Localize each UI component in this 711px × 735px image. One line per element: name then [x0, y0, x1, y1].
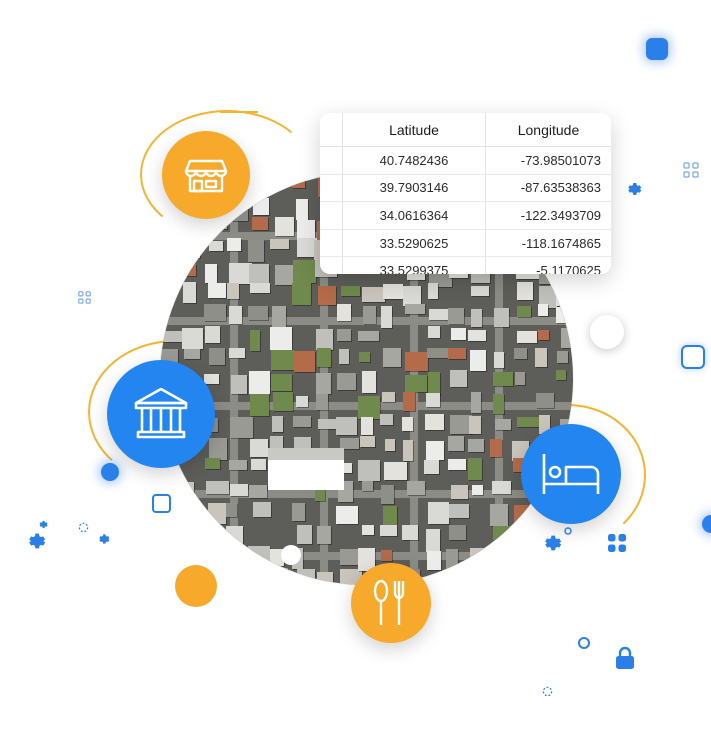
cell-latitude: 34.0616364: [342, 201, 486, 230]
cell-longitude: -73.98501073: [485, 146, 611, 175]
blue-square-outline-small: [152, 494, 171, 513]
loader-icon: [542, 686, 553, 697]
gear-icon: [564, 527, 572, 535]
bed-icon: [542, 454, 600, 494]
grid-icon: [78, 291, 91, 304]
cell-longitude: -118.1674865: [485, 229, 611, 258]
orange-dot: [175, 565, 217, 607]
blue-dot: [101, 463, 119, 481]
cell-longitude: -5.1170625: [485, 256, 611, 274]
store-badge: [162, 131, 250, 219]
cell-longitude: -87.63538363: [485, 174, 611, 203]
table-row: 40.7482436 -73.98501073: [320, 146, 611, 175]
hotel-badge: [521, 424, 621, 524]
white-dot-small: [281, 545, 301, 565]
table-row: 39.7903146 -87.63538363: [320, 174, 611, 203]
bank-badge: [107, 360, 215, 468]
lock-icon: [616, 646, 634, 669]
gear-icon: [545, 535, 562, 551]
fork-spoon-icon: [373, 579, 405, 625]
header-latitude: Latitude: [342, 113, 486, 147]
cell-latitude: 39.7903146: [342, 174, 486, 203]
bank-icon: [134, 387, 188, 439]
store-icon: [184, 159, 228, 193]
blue-ring-small: [578, 637, 590, 649]
gear-icon: [29, 533, 46, 549]
coordinates-table: Latitude Longitude 40.7482436 -73.985010…: [320, 113, 611, 274]
coordinates-table-card: Latitude Longitude 40.7482436 -73.985010…: [320, 113, 611, 274]
grid-filled-icon: [608, 534, 626, 552]
cell-latitude: 33.5299375: [342, 256, 486, 274]
table-row: 33.5290625 -118.1674865: [320, 229, 611, 258]
blue-square: [646, 38, 668, 60]
cell-latitude: 33.5290625: [342, 229, 486, 258]
gear-icon: [39, 520, 48, 529]
table-row: 34.0616364 -122.3493709: [320, 201, 611, 230]
blue-dot-edge: [702, 515, 711, 533]
connector-line-store: [220, 111, 258, 113]
gear-icon: [628, 183, 642, 195]
cell-longitude: -122.3493709: [485, 201, 611, 230]
table-corner: [320, 113, 343, 147]
header-longitude: Longitude: [485, 113, 611, 147]
loader-icon: [78, 522, 89, 533]
blue-square-outline: [681, 345, 705, 369]
grid-icon: [683, 162, 699, 178]
cell-latitude: 40.7482436: [342, 146, 486, 175]
gear-icon: [99, 534, 110, 544]
white-dot: [590, 315, 624, 349]
table-row: 33.5299375 -5.1170625: [320, 256, 611, 274]
restaurant-badge: [351, 563, 431, 643]
